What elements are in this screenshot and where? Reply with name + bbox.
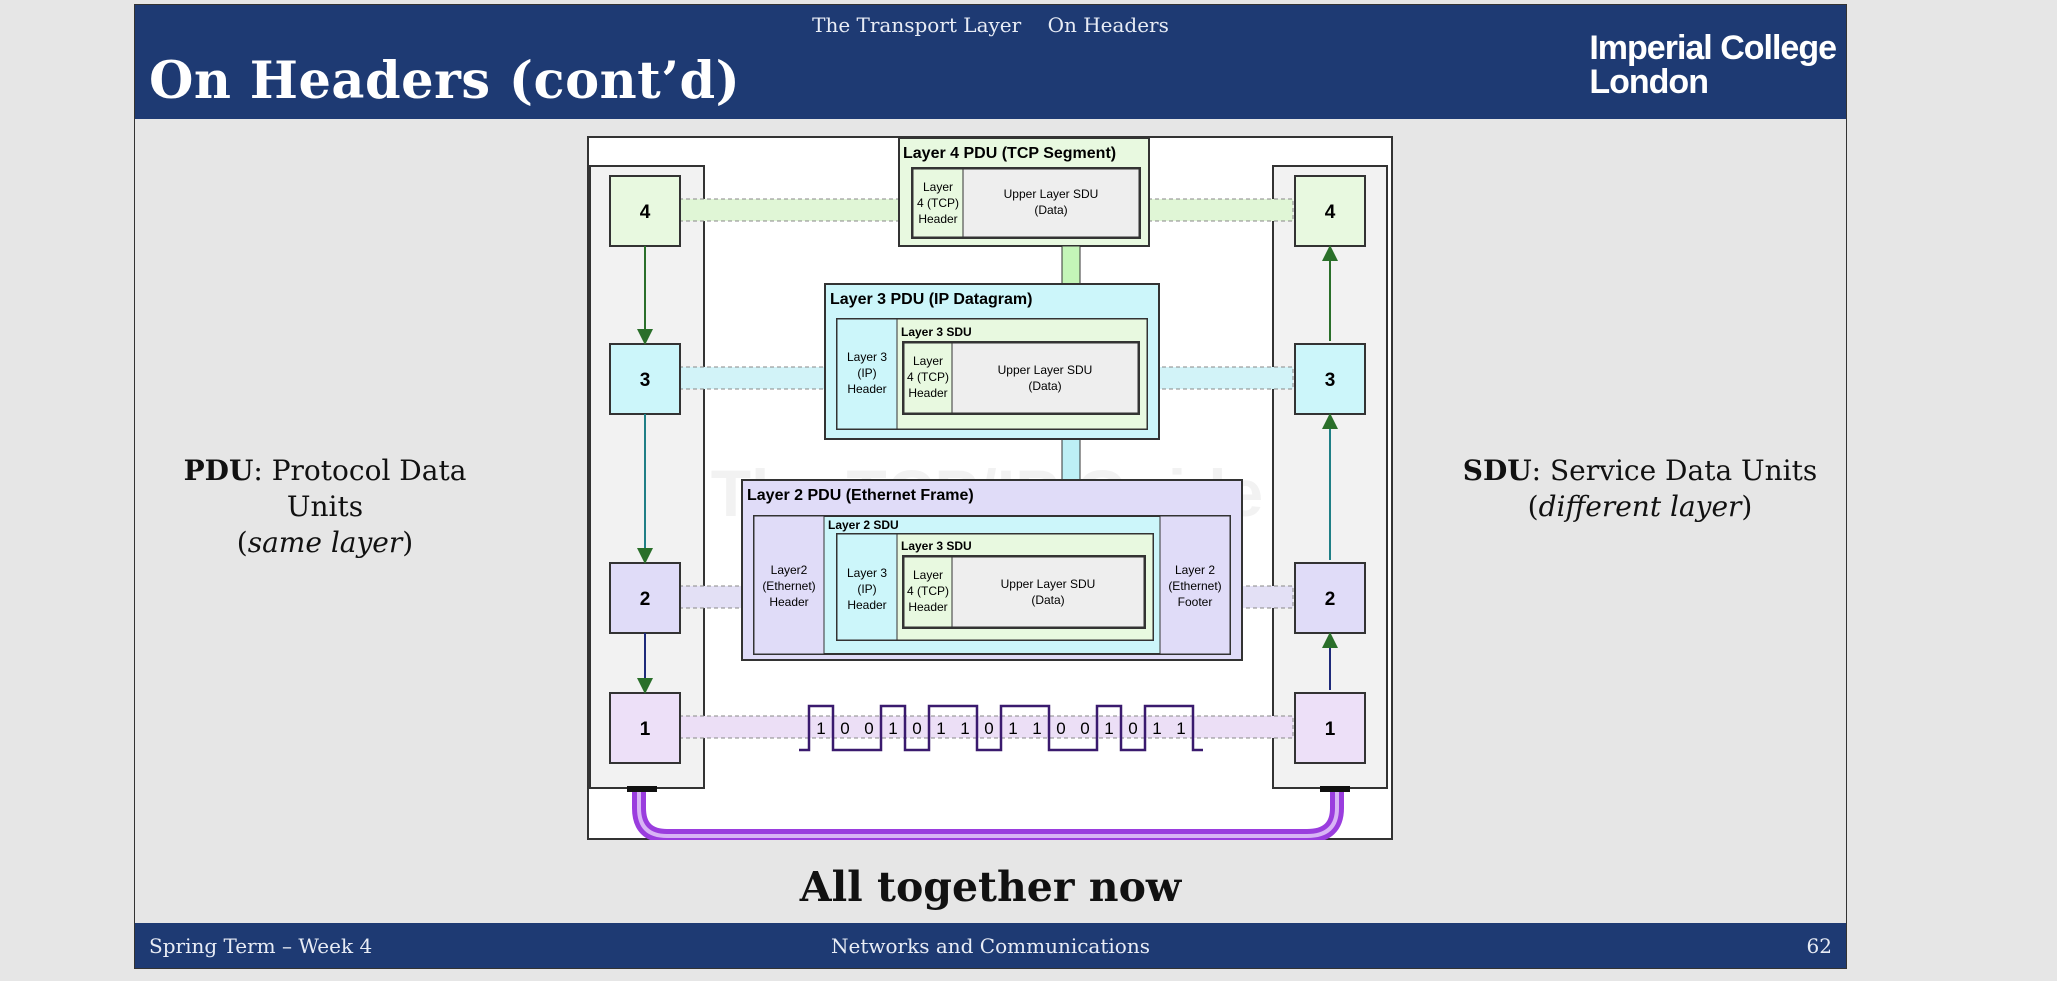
svg-text:(Ethernet): (Ethernet) <box>762 579 815 593</box>
svg-text:(Data): (Data) <box>1034 203 1067 217</box>
logo-line-1: Imperial College <box>1589 29 1837 67</box>
bit-label: 0 <box>864 719 873 738</box>
svg-text:Layer: Layer <box>913 568 943 582</box>
bit-label: 1 <box>1176 719 1185 738</box>
receiver-layer-4-label: 4 <box>1325 202 1336 223</box>
pdu-definition: : Protocol Data Units <box>253 454 467 523</box>
logo-line-2: London <box>1589 63 1709 101</box>
svg-text:Layer: Layer <box>923 180 953 194</box>
svg-text:Header: Header <box>918 212 957 226</box>
sdu-note: SDU: Service Data Units (different layer… <box>1462 454 1818 523</box>
svg-text:Layer 3: Layer 3 <box>847 566 887 580</box>
receiver-layer-1: 1 <box>1294 692 1366 764</box>
svg-text:Layer2: Layer2 <box>771 563 808 577</box>
slide: The Transport Layer On Headers On Header… <box>134 4 1847 969</box>
receiver-layer-4: 4 <box>1294 175 1366 247</box>
encapsulation-diagram: The TCP/IP Guide 4 3 2 1 4 <box>587 136 1393 840</box>
svg-text:Layer: Layer <box>913 354 943 368</box>
bit-label: 1 <box>1008 719 1017 738</box>
bit-label: 1 <box>960 719 969 738</box>
receiver-layer-1-label: 1 <box>1325 719 1336 740</box>
svg-text:(Ethernet): (Ethernet) <box>1168 579 1221 593</box>
sender-layer-1-label: 1 <box>640 719 651 740</box>
layer3-pdu: Layer 3 PDU (IP Datagram) Layer 3 (IP) H… <box>824 283 1160 440</box>
bit-label: 0 <box>1128 719 1137 738</box>
receiver-layer-3-label: 3 <box>1325 370 1336 391</box>
slide-header: The Transport Layer On Headers On Header… <box>135 5 1846 119</box>
svg-text:4 (TCP): 4 (TCP) <box>907 584 949 598</box>
bit-label: 0 <box>1080 719 1089 738</box>
sender-layer-2: 2 <box>609 562 681 634</box>
pdu-note: PDU: Protocol Data Units (same layer) <box>183 454 467 559</box>
sender-layer-3: 3 <box>609 343 681 415</box>
bit-label: 0 <box>984 719 993 738</box>
sender-layer-3-label: 3 <box>640 370 651 391</box>
bit-label: 0 <box>1056 719 1065 738</box>
layer4-pdu-title: Layer 4 PDU (TCP Segment) <box>903 145 1116 162</box>
institution-logo: Imperial College London <box>1589 29 1837 101</box>
svg-text:Footer: Footer <box>1178 595 1213 609</box>
layer3-sdu-inner-label: Layer 3 SDU <box>901 539 972 553</box>
svg-text:Header: Header <box>908 600 947 614</box>
breadcrumb-section[interactable]: The Transport Layer <box>812 13 1022 37</box>
layer4-pdu: Layer 4 PDU (TCP Segment) Layer 4 (TCP) … <box>898 137 1150 247</box>
bit-label: 0 <box>840 719 849 738</box>
svg-text:Header: Header <box>908 386 947 400</box>
svg-text:Upper Layer SDU: Upper Layer SDU <box>1004 187 1099 201</box>
receiver-layer-2-label: 2 <box>1325 589 1336 610</box>
sdu-term: SDU <box>1462 454 1532 487</box>
bit-label: 1 <box>1032 719 1041 738</box>
svg-text:(IP): (IP) <box>857 366 876 380</box>
sender-layer-4: 4 <box>609 175 681 247</box>
svg-text:(Data): (Data) <box>1028 379 1061 393</box>
receiver-layer-3: 3 <box>1294 343 1366 415</box>
footer-page-number: 62 <box>1806 934 1832 958</box>
layer2-pdu: Layer 2 PDU (Ethernet Frame) Layer2 (Eth… <box>741 479 1243 661</box>
bit-label: 1 <box>936 719 945 738</box>
slide-caption: All together now <box>799 863 1182 911</box>
breadcrumb-subsection[interactable]: On Headers <box>1047 13 1169 37</box>
sdu-definition: : Service Data Units <box>1531 454 1818 487</box>
layer2-pdu-title: Layer 2 PDU (Ethernet Frame) <box>747 487 974 504</box>
svg-text:Header: Header <box>847 598 886 612</box>
layer3-sdu-label: Layer 3 SDU <box>901 325 972 339</box>
sdu-qualifier: different layer <box>1538 490 1742 523</box>
slide-title: On Headers (cont’d) <box>149 51 741 111</box>
svg-text:Layer 3: Layer 3 <box>847 350 887 364</box>
receiver-layer-2: 2 <box>1294 562 1366 634</box>
sender-layer-4-label: 4 <box>640 202 651 223</box>
svg-text:Header: Header <box>847 382 886 396</box>
svg-text:Upper Layer SDU: Upper Layer SDU <box>998 363 1093 377</box>
svg-text:Layer 2: Layer 2 <box>1175 563 1215 577</box>
svg-text:Header: Header <box>769 595 808 609</box>
pdu-qualifier: same layer <box>247 526 403 559</box>
sender-layer-1: 1 <box>609 692 681 764</box>
svg-text:Upper Layer SDU: Upper Layer SDU <box>1001 577 1096 591</box>
svg-text:4 (TCP): 4 (TCP) <box>917 196 959 210</box>
breadcrumb: The Transport Layer On Headers <box>135 13 1846 37</box>
bit-label: 0 <box>912 719 921 738</box>
footer-term: Spring Term – Week 4 <box>149 934 373 958</box>
svg-text:(Data): (Data) <box>1031 593 1064 607</box>
svg-text:4 (TCP): 4 (TCP) <box>907 370 949 384</box>
layer2-sdu-label: Layer 2 SDU <box>828 518 899 532</box>
bit-label: 1 <box>1152 719 1161 738</box>
bit-label: 1 <box>1104 719 1113 738</box>
svg-text:(IP): (IP) <box>857 582 876 596</box>
bit-label: 1 <box>888 719 897 738</box>
bit-signal-line <box>799 704 1203 752</box>
footer-course: Networks and Communications <box>831 934 1150 958</box>
layer3-pdu-title: Layer 3 PDU (IP Datagram) <box>830 291 1032 308</box>
pdu-term: PDU <box>183 454 254 487</box>
sender-layer-2-label: 2 <box>640 589 651 610</box>
slide-footer: Spring Term – Week 4 Networks and Commun… <box>135 923 1846 968</box>
bit-label: 1 <box>816 719 825 738</box>
